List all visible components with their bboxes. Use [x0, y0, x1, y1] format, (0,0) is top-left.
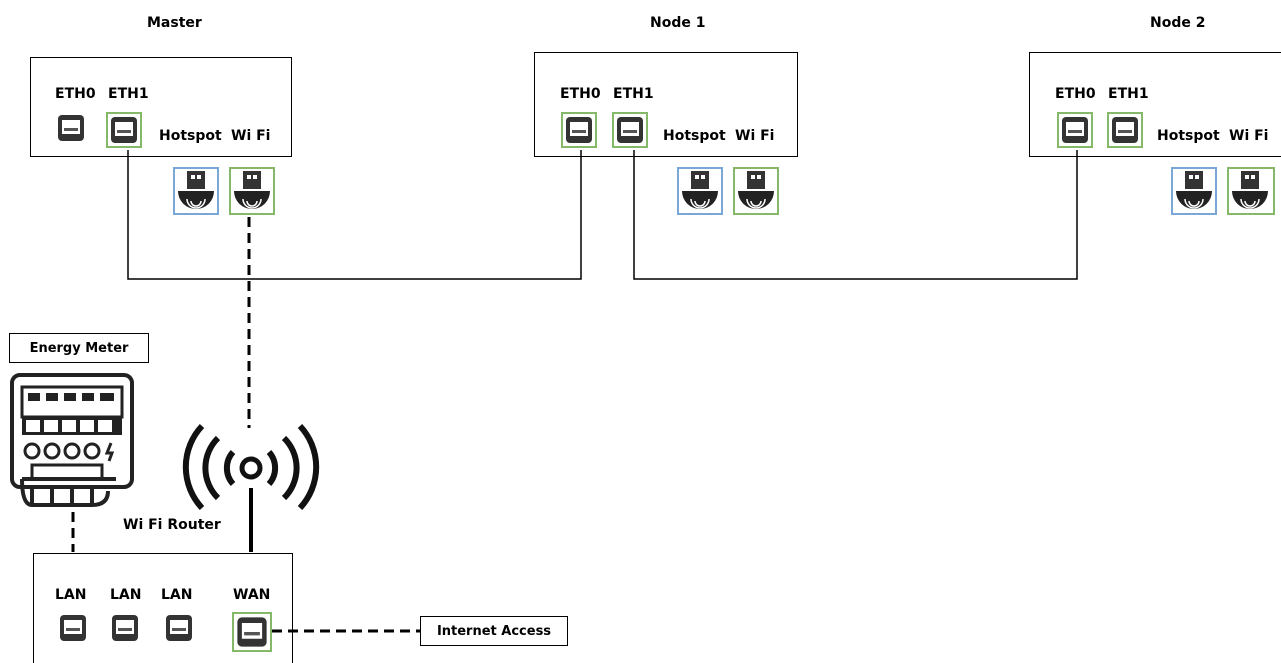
node1-eth1-label: ETH1 — [613, 86, 654, 102]
master-eth0-port[interactable] — [55, 112, 91, 148]
energy-meter-icon — [10, 373, 134, 507]
ethernet-port-icon — [112, 615, 138, 641]
ethernet-port-icon — [566, 117, 592, 143]
node1-box — [534, 52, 798, 157]
router-lan1-label: LAN — [55, 587, 87, 603]
ethernet-port-icon — [617, 117, 643, 143]
node2-wifi-label: Wi Fi — [1229, 128, 1269, 144]
node2-box — [1029, 52, 1281, 157]
wifi-router-label: Wi Fi Router — [123, 517, 221, 533]
ethernet-port-icon — [111, 117, 137, 143]
node1-eth1-port[interactable] — [612, 112, 648, 148]
node2-eth1-port[interactable] — [1107, 112, 1143, 148]
router-lan3-label: LAN — [161, 587, 193, 603]
ethernet-link-master-node1 — [127, 150, 582, 280]
router-lan2-port[interactable] — [109, 612, 145, 648]
master-wifi-label: Wi Fi — [231, 128, 271, 144]
ethernet-port-icon — [60, 615, 86, 641]
node2-wifi-dongle[interactable] — [1227, 167, 1275, 215]
router-wan-label: WAN — [233, 587, 271, 603]
node2-hotspot-label: Hotspot — [1157, 128, 1220, 144]
ethernet-port-icon — [166, 615, 192, 641]
ethernet-port-icon — [237, 617, 267, 647]
energy-meter-label: Energy Meter — [9, 333, 149, 363]
node1-wifi-dongle[interactable] — [733, 167, 779, 215]
node2-eth0-label: ETH0 — [1055, 86, 1096, 102]
router-wan-port[interactable] — [232, 612, 272, 652]
master-eth1-port[interactable] — [106, 112, 142, 148]
node1-hotspot-dongle[interactable] — [677, 167, 723, 215]
usb-wifi-dongle-icon — [682, 171, 718, 209]
wireless-signal-icon — [182, 423, 320, 510]
master-box — [30, 57, 292, 157]
node1-wifi-label: Wi Fi — [735, 128, 775, 144]
router-box — [33, 553, 293, 663]
master-eth1-label: ETH1 — [108, 86, 149, 102]
node1-eth0-label: ETH0 — [560, 86, 601, 102]
node1-eth0-port[interactable] — [561, 112, 597, 148]
node2-eth0-port[interactable] — [1057, 112, 1093, 148]
master-hotspot-dongle[interactable] — [173, 167, 219, 215]
internet-access-label: Internet Access — [420, 616, 568, 646]
node1-hotspot-label: Hotspot — [663, 128, 726, 144]
usb-wifi-dongle-icon — [234, 171, 270, 209]
usb-wifi-dongle-icon — [1232, 171, 1268, 209]
usb-wifi-dongle-icon — [738, 171, 774, 209]
router-lan1-port[interactable] — [57, 612, 93, 648]
node1-title: Node 1 — [650, 15, 706, 31]
router-lan2-label: LAN — [110, 587, 142, 603]
ethernet-link-node1-node2 — [633, 150, 1078, 280]
master-eth0-label: ETH0 — [55, 86, 96, 102]
usb-wifi-dongle-icon — [1176, 171, 1212, 209]
node2-eth1-label: ETH1 — [1108, 86, 1149, 102]
node2-title: Node 2 — [1150, 15, 1206, 31]
master-wifi-dongle[interactable] — [229, 167, 275, 215]
master-hotspot-label: Hotspot — [159, 128, 222, 144]
ethernet-port-icon — [58, 115, 84, 141]
node2-hotspot-dongle[interactable] — [1171, 167, 1217, 215]
master-title: Master — [147, 15, 202, 31]
usb-wifi-dongle-icon — [178, 171, 214, 209]
ethernet-port-icon — [1112, 117, 1138, 143]
router-lan3-port[interactable] — [163, 612, 199, 648]
ethernet-port-icon — [1062, 117, 1088, 143]
